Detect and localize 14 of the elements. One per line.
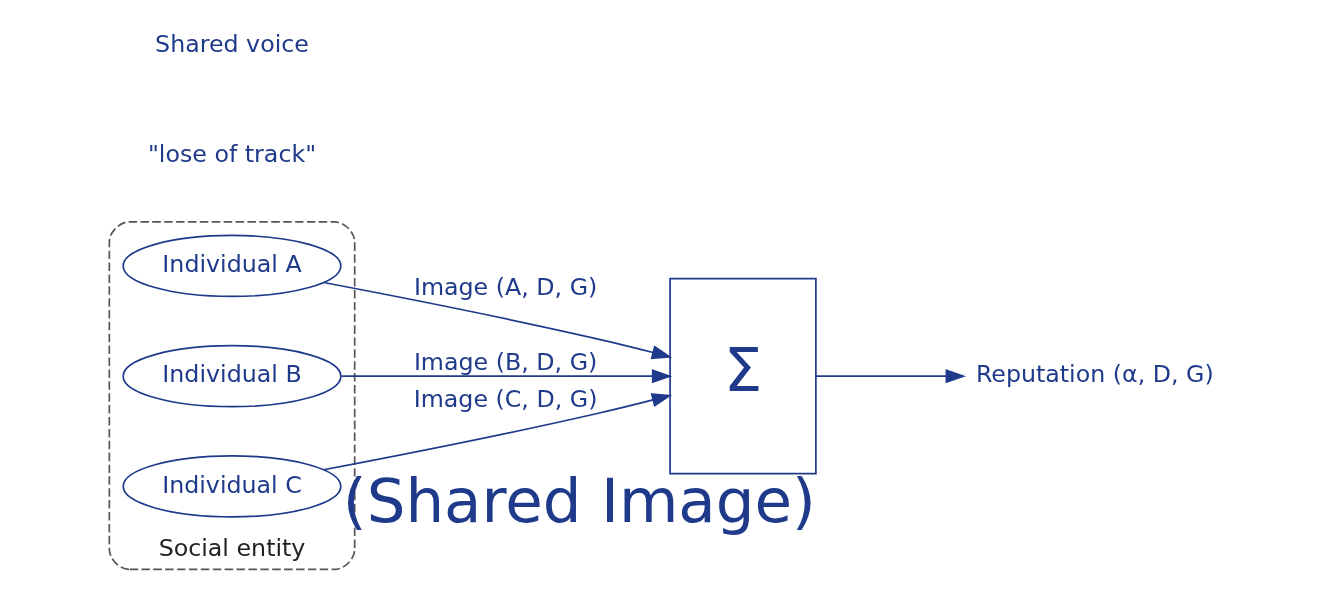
label: Shared voice bbox=[155, 29, 309, 58]
arrow bbox=[815, 369, 966, 384]
edge-label: Image (C, D, G) bbox=[413, 385, 598, 414]
edge-label: Image (A, D, G) bbox=[413, 273, 598, 302]
node-ellipse: Individual B bbox=[122, 344, 342, 408]
node-ellipse: Individual C bbox=[122, 455, 342, 518]
node-box: Σ bbox=[669, 277, 817, 475]
edge-label: Image (B, D, G) bbox=[413, 347, 598, 376]
arrow bbox=[322, 393, 673, 471]
label: "lose of track" bbox=[147, 140, 317, 168]
node-ellipse: Individual A bbox=[122, 234, 342, 298]
node-text: Reputation (α, D, G) bbox=[975, 360, 1214, 389]
arrow bbox=[340, 369, 673, 384]
arrow bbox=[322, 281, 673, 360]
